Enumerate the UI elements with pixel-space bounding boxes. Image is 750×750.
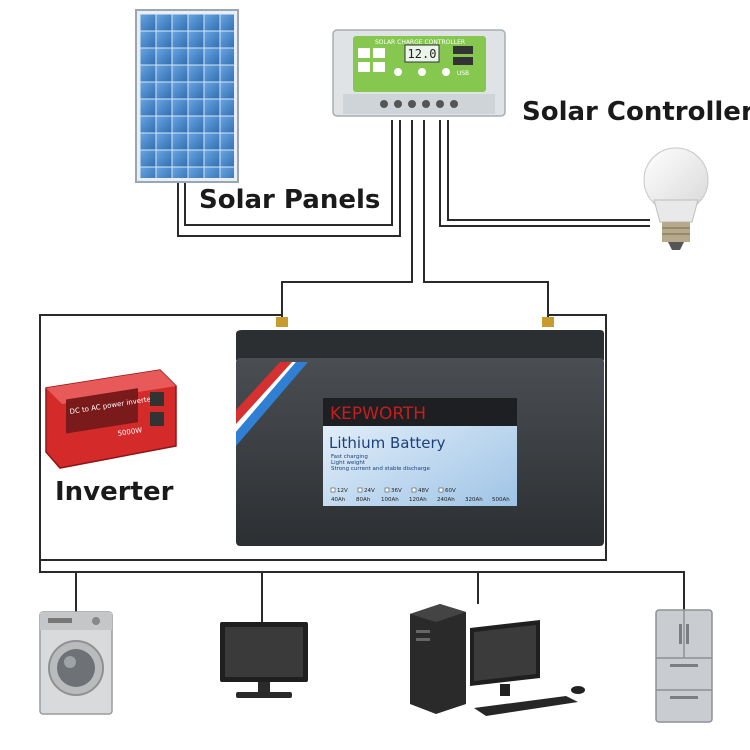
voltage-48v: 48V xyxy=(418,488,429,494)
battery-title: Lithium Battery xyxy=(329,434,446,452)
terminal-4 xyxy=(422,100,430,108)
terminal-6 xyxy=(450,100,458,108)
controller-led-2 xyxy=(418,68,426,76)
capacity-500ah: 500Ah xyxy=(492,497,510,503)
desktop-computer-icon xyxy=(410,604,585,716)
battery-feature-3: Strong current and stable discharge xyxy=(331,466,431,472)
voltage-24v: 24V xyxy=(364,488,375,494)
capacity-80ah: 80Ah xyxy=(356,497,371,503)
solar-panel xyxy=(136,10,238,182)
controller-led-1 xyxy=(394,68,402,76)
inverter-socket-1 xyxy=(150,392,164,406)
voltage-36v: 36V xyxy=(391,488,402,494)
light-bulb xyxy=(644,148,708,250)
bulb-base xyxy=(662,222,690,242)
monitor-icon xyxy=(220,622,308,698)
refrigerator-icon xyxy=(656,610,712,722)
inverter-label: Inverter xyxy=(55,477,174,507)
voltage-12v: 12V xyxy=(337,488,348,494)
controller-led-3 xyxy=(442,68,450,76)
distribution-bus xyxy=(40,560,684,610)
terminal-1 xyxy=(380,100,388,108)
controller-icon-battery xyxy=(358,62,370,72)
panel-cells xyxy=(140,14,234,178)
controller-display-value: 12.0 xyxy=(408,47,437,61)
inverter-socket-2 xyxy=(150,412,164,426)
capacity-100ah: 100Ah xyxy=(381,497,399,503)
usb-port-1 xyxy=(453,46,473,54)
capacity-120ah: 120Ah xyxy=(409,497,427,503)
controller-terminal-strip xyxy=(343,94,495,114)
capacity-40ah: 40Ah xyxy=(331,497,346,503)
battery-brand: KEPWORTH xyxy=(330,404,426,424)
controller-icon-load xyxy=(373,62,385,72)
controller-icon-pv xyxy=(358,48,370,58)
battery-lid xyxy=(236,330,604,360)
terminal-2 xyxy=(394,100,402,108)
capacity-240ah: 240Ah xyxy=(437,497,455,503)
solar-panels-label: Solar Panels xyxy=(199,185,380,215)
controller-icon-gear xyxy=(373,48,385,58)
usb-port-2 xyxy=(453,57,473,65)
bulb-neck xyxy=(654,200,698,222)
solar-controller-label: Solar Controller xyxy=(522,97,750,127)
battery-terminal-positive xyxy=(276,317,288,327)
usb-label: USB xyxy=(457,70,469,77)
load-wire-b xyxy=(448,120,650,220)
terminal-5 xyxy=(436,100,444,108)
battery-terminal-negative xyxy=(542,317,554,327)
load-wire-a xyxy=(440,120,650,226)
terminal-3 xyxy=(408,100,416,108)
bulb-tip xyxy=(668,242,684,250)
voltage-60v: 60V xyxy=(445,488,456,494)
capacity-320ah: 320Ah xyxy=(465,497,483,503)
washing-machine-icon xyxy=(40,612,112,714)
solar-controller: SOLAR CHARGE CONTROLLER 12.0 USB xyxy=(333,30,505,116)
lithium-battery: KEPWORTH Lithium Battery Fast charging L… xyxy=(236,317,604,546)
inverter-device: DC to AC power inverter 5000W xyxy=(46,370,176,468)
